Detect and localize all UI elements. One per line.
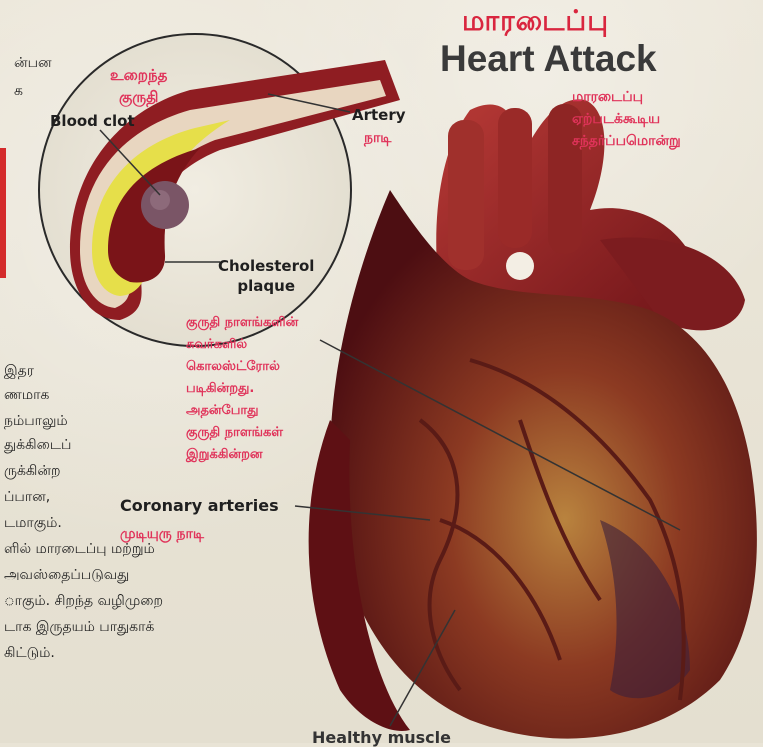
left-accent-bar <box>0 148 6 278</box>
plaque-explanation-tamil: குருதி நாளங்களின் சுவர்களில் கொலஸ்ட்ரோல்… <box>186 312 298 466</box>
title-tamil: மாரடைப்பு <box>462 4 609 41</box>
plaque-note-line: சுவர்களில் <box>186 334 298 356</box>
healthy-muscle-label: Healthy muscle <box>312 728 451 747</box>
caption-line: ஏற்படக்கூடிய <box>572 108 681 130</box>
left-text-line: டமாகும். <box>4 512 62 535</box>
left-text-line: அவஸ்தைப்படுவது <box>4 564 129 587</box>
left-text-line: ாகும். சிறந்த வழிமுறை <box>4 590 163 613</box>
plaque-note-line: இறுக்கின்றன <box>186 444 298 466</box>
left-text-line: கிட்டும். <box>4 642 55 665</box>
clot-tamil-line: குருதி <box>110 86 167 108</box>
plaque-word: plaque <box>218 276 314 296</box>
plaque-note-line: கொலஸ்ட்ரோல் <box>186 356 298 378</box>
left-text-line: ருக்கின்ற <box>4 460 61 483</box>
left-text-line: க <box>14 80 23 103</box>
heart-attack-caption: மாரடைப்பு ஏற்படக்கூடிய சந்தர்ப்பமொன்று <box>572 86 681 152</box>
coronary-arteries-tamil-label: முடியுரு நாடி <box>120 526 204 544</box>
left-text-line: டாக இருதயம் பாதுகாக் <box>4 616 154 639</box>
cholesterol-plaque-label: Cholesterol plaque <box>218 256 314 296</box>
plaque-note-line: அதன்போது <box>186 400 298 422</box>
coronary-arteries-label: Coronary arteries <box>120 496 279 515</box>
left-text-line: நம்பாலும் <box>4 410 68 433</box>
left-text-line: ப்பான, <box>4 486 50 509</box>
left-text-line: துக்கிடைப் <box>4 434 71 457</box>
cholesterol-word: Cholesterol <box>218 256 314 276</box>
blood-clot-label: Blood clot <box>50 112 135 130</box>
caption-line: சந்தர்ப்பமொன்று <box>572 130 681 152</box>
plaque-note-line: படிகின்றது. <box>186 378 298 400</box>
left-text-line: ன்பன <box>14 52 52 75</box>
artery-tamil-label: நாடி <box>364 130 391 148</box>
artery-label: Artery <box>352 106 406 124</box>
blood-clot-tamil-label: உறைந்த குருதி <box>110 64 167 108</box>
title-english: Heart Attack <box>440 38 657 80</box>
plaque-note-line: குருதி நாளங்கள் <box>186 422 298 444</box>
clot-tamil-line: உறைந்த <box>110 64 167 86</box>
caption-line: மாரடைப்பு <box>572 86 681 108</box>
left-text-line: ணமாக <box>4 384 49 407</box>
left-text-line: இதர <box>4 360 34 383</box>
plaque-note-line: குருதி நாளங்களின் <box>186 312 298 334</box>
